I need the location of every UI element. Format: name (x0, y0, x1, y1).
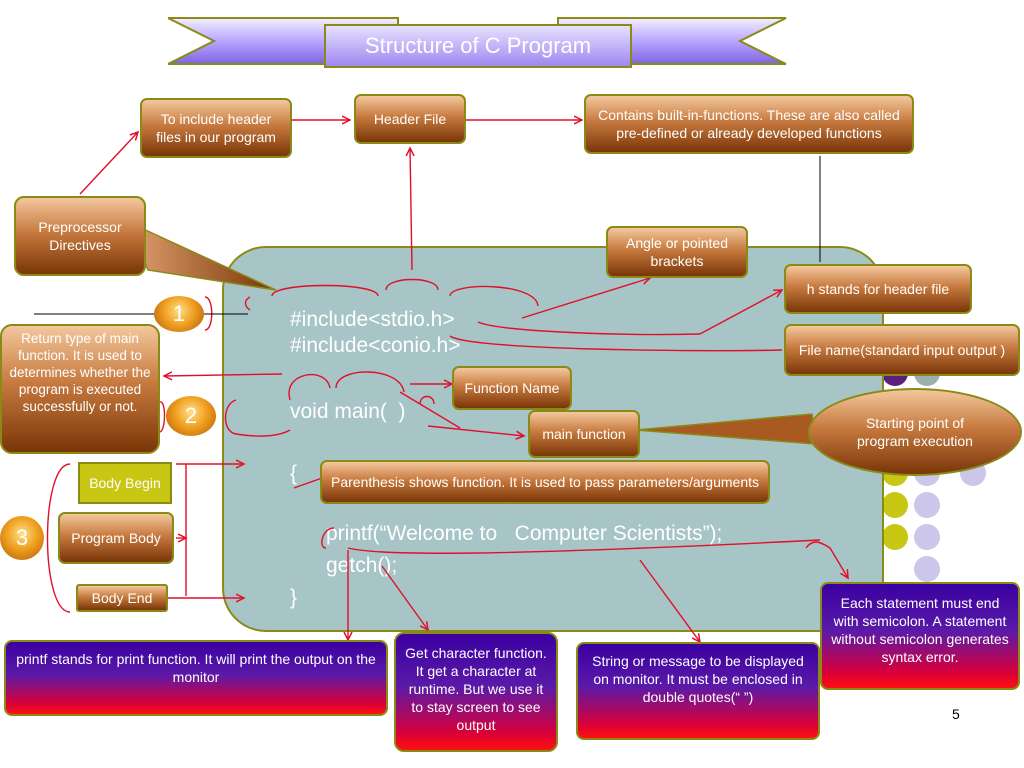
number-1-badge: 1 (154, 296, 204, 332)
code-line-include-stdio: #include<stdio.h> (290, 308, 455, 331)
slide-number: 5 (952, 706, 960, 722)
body-end-box: Body End (76, 584, 168, 612)
main-function-box: main function (528, 410, 640, 458)
file-name-box: File name(standard input output ) (784, 324, 1020, 376)
function-name-box: Function Name (452, 366, 572, 410)
string-message-box: String or message to be displayed on mon… (576, 642, 820, 740)
code-line-void-main: void main( ) (290, 400, 406, 423)
code-line-printf: printf(“Welcome to Computer Scientists”)… (326, 522, 723, 545)
preprocessor-directives-box: Preprocessor Directives (14, 196, 146, 276)
code-line-include-conio: #include<conio.h> (290, 334, 461, 357)
body-begin-box: Body Begin (78, 462, 172, 504)
getch-box: Get character function. It get a charact… (394, 632, 558, 752)
header-file-box: Header File (354, 94, 466, 144)
angle-brackets-box: Angle or pointed brackets (606, 226, 748, 278)
starting-point-ellipse: Starting point of program execution (808, 388, 1022, 476)
include-header-box: To include header files in our program (140, 98, 292, 158)
number-3-badge: 3 (0, 516, 44, 560)
semicolon-box: Each statement must end with semicolon. … (820, 582, 1020, 690)
printf-box: printf stands for print function. It wil… (4, 640, 388, 716)
h-stands-box: h stands for header file (784, 264, 972, 314)
number-2-badge: 2 (166, 396, 216, 436)
code-line-getch: getch(); (326, 554, 398, 577)
return-type-box: Return type of main function. It is used… (0, 324, 160, 454)
code-line-close-brace: } (290, 586, 298, 609)
code-line-open-brace: { (290, 462, 298, 485)
page-title: Structure of C Program (324, 24, 632, 68)
program-body-box: Program Body (58, 512, 174, 564)
builtin-functions-box: Contains built-in-functions. These are a… (584, 94, 914, 154)
parenthesis-box: Parenthesis shows function. It is used t… (320, 460, 770, 504)
